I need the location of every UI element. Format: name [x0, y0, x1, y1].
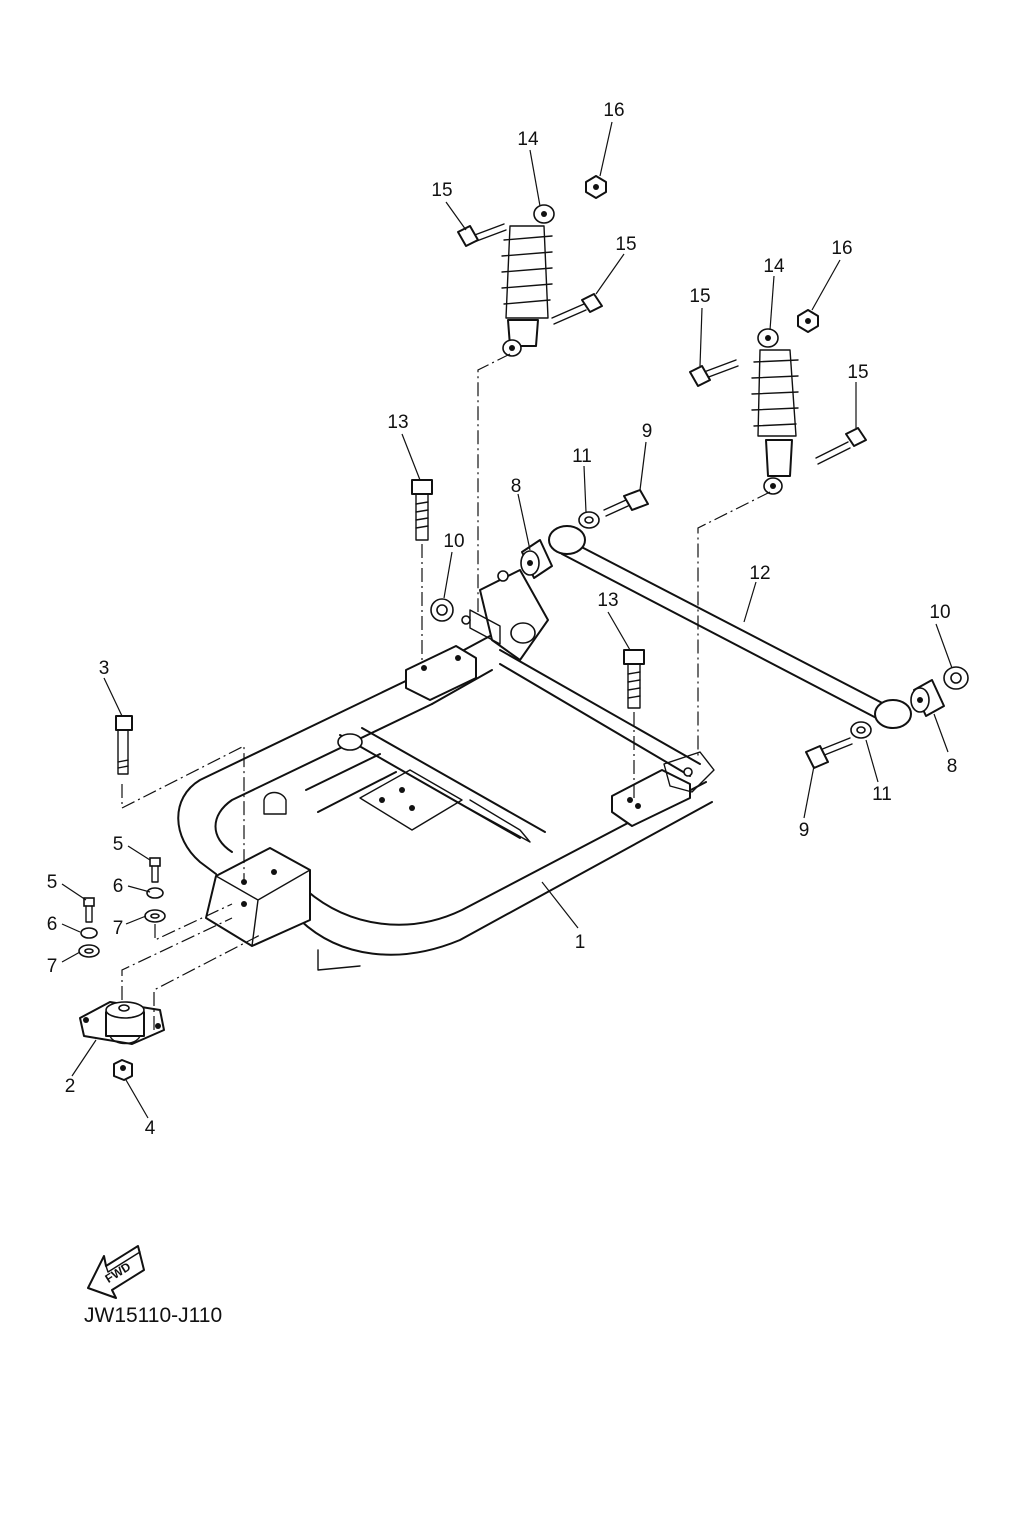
- callout-7-upper: 7: [113, 918, 124, 939]
- callout-6-lower: 6: [47, 914, 58, 935]
- callout-5-lower: 5: [47, 872, 58, 893]
- callout-16-left: 16: [603, 100, 624, 121]
- small-fasteners: [78, 857, 166, 958]
- diagram-code: JW15110-J110: [84, 1304, 223, 1327]
- leader-lines: [61, 121, 953, 1119]
- callout-15-a: 15: [431, 180, 452, 201]
- fwd-arrow-icon: FWD: [87, 1245, 145, 1299]
- callout-13-left: 13: [387, 412, 408, 433]
- callout-1: 1: [575, 932, 586, 953]
- callout-8-right: 8: [947, 756, 958, 777]
- callout-3: 3: [99, 658, 110, 679]
- callout-4: 4: [145, 1118, 156, 1139]
- rod-bushings: [520, 539, 945, 717]
- callout-15-c: 15: [689, 286, 710, 307]
- callout-16-right: 16: [831, 238, 852, 259]
- mount-nut: [113, 1059, 133, 1081]
- callout-15-d: 15: [847, 362, 868, 383]
- callout-12: 12: [749, 563, 770, 584]
- mount-bolt-3: [115, 715, 133, 775]
- callout-14-left: 14: [517, 129, 539, 150]
- callout-14-right: 14: [763, 256, 785, 277]
- frame-assembly: [177, 569, 715, 971]
- stabilizer-rod: [548, 525, 912, 729]
- callout-7-lower: 7: [47, 956, 58, 977]
- callout-8-left: 8: [511, 476, 522, 497]
- rod-bolts: [603, 489, 853, 769]
- callout-11-right: 11: [872, 784, 892, 805]
- callout-6-upper: 6: [113, 876, 124, 897]
- callout-11-top: 11: [572, 446, 592, 467]
- callout-10-left: 10: [443, 531, 464, 552]
- shock-bolts: [457, 223, 867, 465]
- mount-bolts: [411, 479, 645, 709]
- shock-nuts: [585, 175, 819, 333]
- callout-labels: 16 14 15 15 16 14 15 15 13 9 11 8 10 12 …: [47, 100, 958, 1139]
- rear-shock-left: [501, 204, 555, 357]
- callout-13-right: 13: [597, 590, 618, 611]
- callout-10-right: 10: [929, 602, 950, 623]
- rod-washers: [578, 511, 872, 739]
- collars: [430, 598, 969, 690]
- rear-shock-right: [751, 328, 799, 495]
- rubber-mount: [79, 1001, 165, 1045]
- callout-5-upper: 5: [113, 834, 124, 855]
- alignment-lines: [121, 353, 771, 1030]
- callout-15-b: 15: [615, 234, 636, 255]
- callout-9-top: 9: [642, 421, 653, 442]
- callout-2: 2: [65, 1076, 76, 1097]
- callout-9-bottom: 9: [799, 820, 810, 841]
